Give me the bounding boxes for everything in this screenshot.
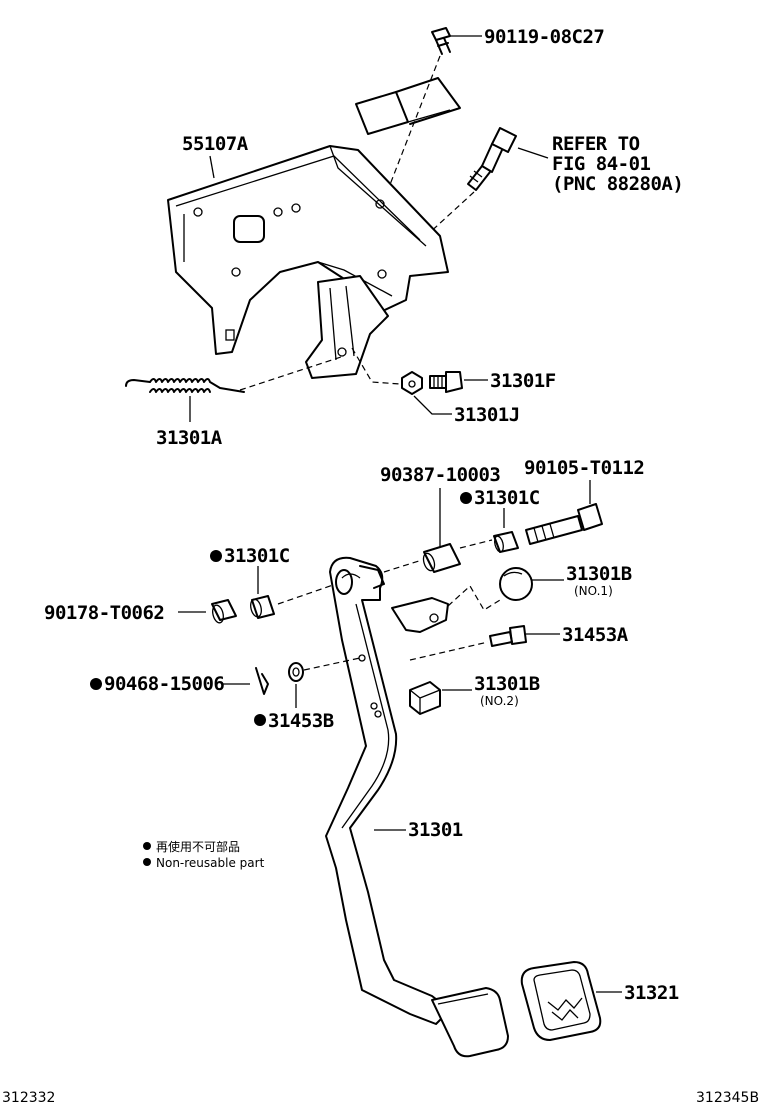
bush-c-right — [493, 531, 519, 553]
footer-left-code: 312332 — [2, 1090, 55, 1106]
legend-text-en: Non-reusable part — [156, 856, 265, 870]
legend-dot-en — [143, 858, 151, 866]
nut-j — [401, 371, 423, 395]
label-bush-c-right: 31301C — [474, 487, 540, 509]
label-spring: 31301A — [156, 427, 223, 449]
label-pad: 31321 — [624, 982, 679, 1004]
stop-lamp-switch — [467, 127, 517, 191]
label-refer-2: FIG 84-01 — [552, 153, 651, 175]
pin-a — [489, 625, 527, 647]
legend: 再使用不可部品 Non-reusable part — [143, 839, 265, 870]
label-pedal: 31301 — [408, 819, 463, 841]
pedal-foot-plate — [431, 987, 509, 1058]
label-collar: 90387-10003 — [380, 464, 500, 486]
label-washer-b: 31453B — [268, 710, 334, 732]
bush-c-left — [250, 595, 275, 619]
label-bolt-right: 90105-T0112 — [524, 457, 644, 479]
label-refer-3: (PNC 88280A) — [552, 173, 683, 195]
washer-b — [288, 662, 304, 682]
label-nut-j: 31301J — [454, 404, 520, 426]
label-refer-1: REFER TO — [552, 133, 640, 155]
label-cushion-b2: 31301B — [474, 673, 540, 695]
label-cushion-b1-sub: (NO.1) — [574, 584, 613, 598]
clip — [255, 667, 269, 695]
return-spring — [125, 378, 245, 393]
cushion-b1 — [499, 567, 533, 601]
pedal-bracket — [167, 145, 449, 379]
brake-pedal — [325, 556, 451, 1025]
legend-text-jp: 再使用不可部品 — [156, 839, 240, 854]
pedal-pad — [520, 961, 602, 1041]
bolt-f — [429, 371, 463, 393]
nut-left — [211, 599, 237, 624]
collar — [422, 543, 461, 573]
label-pin-a: 31453A — [562, 624, 629, 646]
label-bush-c-left: 31301C — [224, 545, 290, 567]
label-cushion-b2-sub: (NO.2) — [480, 694, 519, 708]
label-nut-left: 90178-T0062 — [44, 602, 164, 624]
label-bracket: 55107A — [182, 133, 249, 155]
bolt-right — [525, 503, 603, 545]
label-clip: 90468-15006 — [104, 673, 224, 695]
label-cushion-b1: 31301B — [566, 563, 632, 585]
cushion-b2 — [409, 681, 441, 715]
bolt-top — [431, 27, 482, 55]
footer-right-code: 312345B — [696, 1090, 759, 1106]
label-bolt-f: 31301F — [490, 370, 556, 392]
legend-dot-jp — [143, 842, 151, 850]
clip-plate — [355, 77, 461, 135]
label-bolt-top: 90119-08C27 — [484, 26, 604, 48]
